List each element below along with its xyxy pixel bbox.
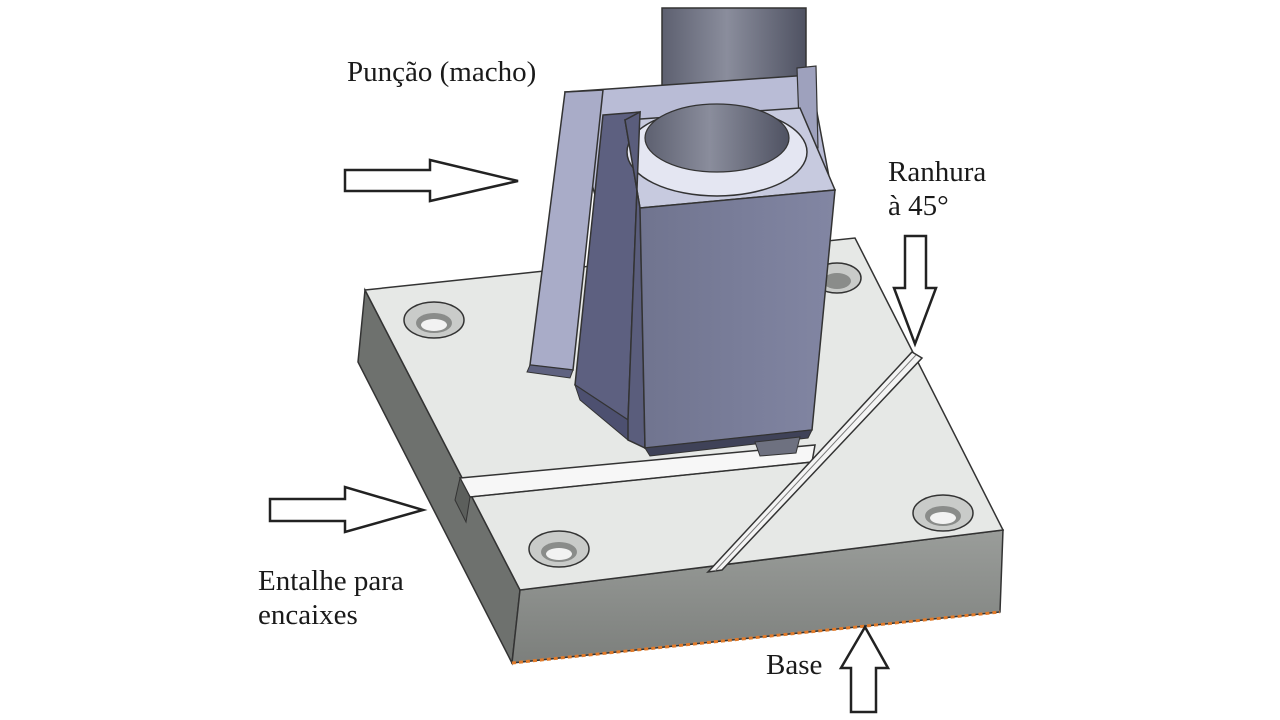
notch-label-line1: Entalhe para	[258, 565, 404, 597]
arrow-punch	[343, 158, 519, 203]
base-label: Base	[766, 649, 823, 681]
hole-back-left	[403, 301, 465, 339]
groove-label-line1: Ranhura	[888, 156, 987, 188]
punch	[526, 7, 837, 457]
notch-label: Entalhe para encaixes	[258, 564, 404, 632]
punch-label: Punção (macho)	[347, 56, 537, 88]
arrow-notch	[268, 485, 428, 534]
punch-block-front	[639, 189, 836, 449]
groove-label-line2: à 45°	[888, 190, 949, 222]
base-bottom-edge	[511, 610, 1001, 665]
hole-front-right	[912, 494, 974, 532]
arrow-base	[838, 624, 891, 714]
hole-front-left	[528, 530, 590, 568]
notch-label-line2: encaixes	[258, 599, 358, 631]
groove-45	[706, 351, 924, 574]
groove-label: Ranhura à 45°	[888, 155, 986, 223]
arrow-groove	[892, 234, 938, 348]
